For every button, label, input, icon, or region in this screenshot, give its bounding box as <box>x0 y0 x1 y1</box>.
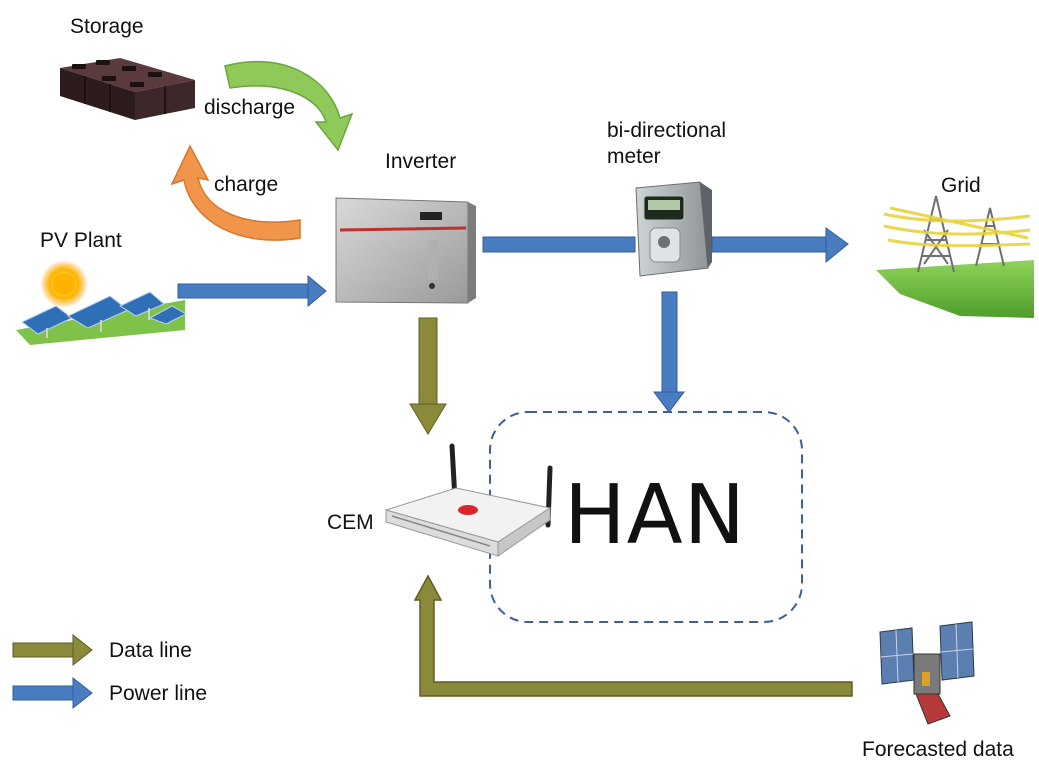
charge-label: charge <box>214 173 279 196</box>
meter-label: bi-directional meter <box>607 119 727 168</box>
power-tower-icon <box>876 195 1034 318</box>
han-boundary <box>489 411 803 623</box>
meter-icon <box>635 181 712 277</box>
forecasted-data-label: Forecasted data <box>862 738 1014 761</box>
charge-arrow <box>170 144 301 241</box>
satellite-icon <box>879 621 975 725</box>
pv-plant-label: PV Plant <box>40 229 122 252</box>
power-line-meter-to-han <box>653 291 685 413</box>
inverter-label: Inverter <box>385 150 457 173</box>
battery-storage-icon <box>60 58 195 120</box>
cem-label: CEM <box>327 511 374 534</box>
discharge-label: discharge <box>204 96 296 119</box>
solar-panel-icon <box>16 260 188 345</box>
discharge-arrow <box>224 60 354 152</box>
data-line-inverter-to-cem <box>409 317 447 435</box>
data-line-forecast-to-cem <box>413 574 853 697</box>
power-line-inverter-to-meter <box>482 236 636 253</box>
router-icon <box>384 443 553 557</box>
legend-data-arrow <box>12 633 93 667</box>
legend-power-arrow <box>12 676 93 710</box>
grid-label: Grid <box>941 174 981 197</box>
storage-label: Storage <box>70 15 144 38</box>
han-label: HAN <box>564 468 747 563</box>
power-line-meter-to-grid <box>711 227 849 264</box>
legend-data-label: Data line <box>109 639 192 662</box>
inverter-icon <box>335 197 476 304</box>
power-line-pv-to-inverter <box>177 274 327 308</box>
legend-power-label: Power line <box>109 682 208 705</box>
